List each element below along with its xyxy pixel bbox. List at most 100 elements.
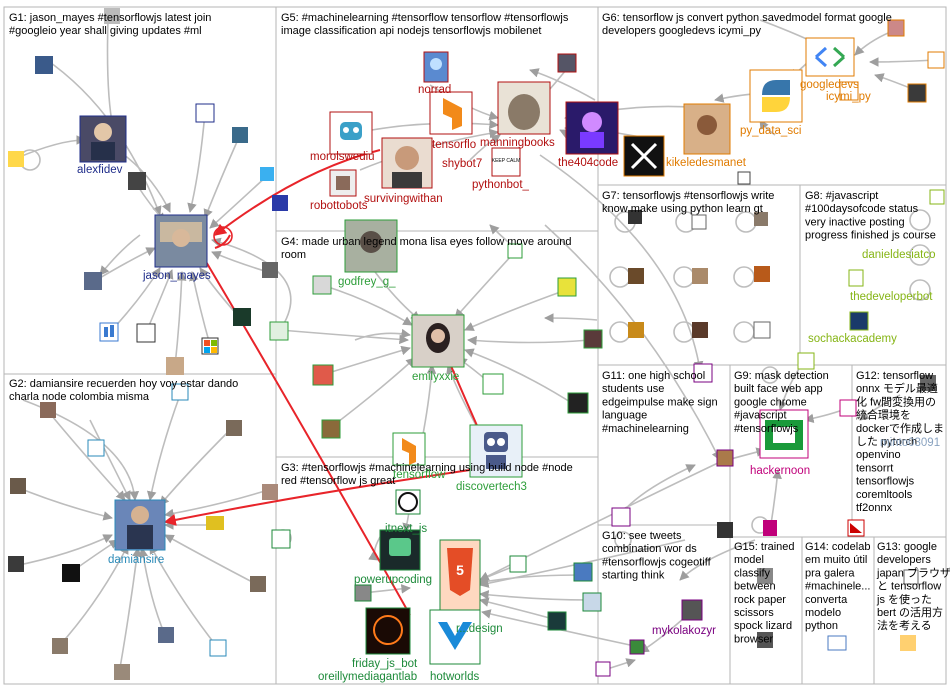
node-label-powerupcoding: powerupcoding <box>354 574 432 586</box>
group-title-line: rock paper <box>734 594 786 606</box>
group-title-line: em muito útil <box>805 554 867 566</box>
avatar <box>114 664 130 680</box>
avatar <box>166 357 184 375</box>
node-label-itnext-js: itnext_js <box>385 523 427 535</box>
self-loop <box>609 321 631 343</box>
edge <box>321 284 413 326</box>
avatar <box>628 268 644 284</box>
edge <box>467 335 591 346</box>
avatar <box>754 212 768 226</box>
avatar <box>271 529 291 549</box>
frame-g13 <box>873 536 947 685</box>
avatar <box>557 53 577 73</box>
avatar <box>209 639 227 657</box>
avatar <box>206 516 224 530</box>
edge <box>369 264 421 321</box>
group-title-line: G9: mask detection <box>734 370 829 382</box>
avatar <box>10 478 26 494</box>
node-label-oreillymediagantlab: oreillymediagantlab <box>318 671 417 683</box>
edge <box>22 399 140 501</box>
avatar <box>260 167 274 181</box>
group-title-line: G1: jason_mayes #tensorflowjs latest joi… <box>9 12 211 24</box>
node-label-godfrey-g: godfrey_g_ <box>338 276 396 288</box>
avatar <box>754 266 770 282</box>
group-title-line: G13: google <box>877 541 937 553</box>
node-label-thedeveloperbot: thedeveloperbot <box>850 291 933 303</box>
group-title-line: image classification api nodejs tensorfl… <box>281 25 541 37</box>
node-label-pythonbot: pythonbot_ <box>472 179 530 191</box>
node-label-friday-js-bot: friday_js_bot <box>352 658 418 670</box>
group-title-line: openvino <box>856 449 901 461</box>
node-label-sochackacademy: sochackacademy <box>808 333 897 345</box>
node-label-the404code: the404code <box>558 157 618 169</box>
avatar <box>929 189 945 205</box>
group-title-line: classify <box>734 567 771 579</box>
group-title-g4: G4: made urban legend mona lisa eyes fol… <box>281 236 571 261</box>
avatar <box>692 268 708 284</box>
group-title-line: 化 fw間変換用の <box>856 394 936 408</box>
avatar <box>195 103 215 123</box>
group-title-g2: G2: damiansire recuerden hoy voy estar d… <box>9 378 238 403</box>
edge <box>479 590 591 601</box>
node-label-hackernoon: hackernoon <box>750 465 810 477</box>
avatar <box>365 607 411 655</box>
group-title-line: G4: made urban legend mona lisa eyes fol… <box>281 236 571 248</box>
group-titles: G1: jason_mayes #tensorflowjs latest joi… <box>9 12 950 645</box>
node-label-shybot7: shybot7 <box>442 158 482 170</box>
avatar <box>805 37 855 77</box>
avatar <box>35 56 53 74</box>
self-loop <box>909 279 931 301</box>
node-label-hotworlds: hotworlds <box>430 671 479 683</box>
edge <box>279 329 409 345</box>
edge <box>859 394 901 421</box>
group-title-line: pra galera <box>805 567 855 579</box>
avatar <box>907 83 927 103</box>
avatar <box>628 210 642 224</box>
group-title-line: spock lizard <box>734 620 792 632</box>
node-label-jason-mayes: jason_mayes <box>142 270 211 282</box>
edge <box>479 539 686 588</box>
avatar <box>62 564 80 582</box>
svg-text:5: 5 <box>456 562 464 578</box>
avatar <box>52 638 68 654</box>
avatar <box>692 322 708 338</box>
avatar <box>321 419 341 439</box>
group-title-line: edgeimpulse make sign <box>602 396 718 408</box>
edge <box>209 174 269 229</box>
self-loop <box>909 209 931 231</box>
avatar <box>547 611 567 631</box>
group-title-line: と tensorflow <box>877 580 941 593</box>
group-title-line: progress finished js course <box>805 230 936 242</box>
node-label-icymi-py: icymi_py <box>826 91 871 103</box>
avatar <box>507 243 523 259</box>
edge <box>321 345 411 376</box>
group-title-line: japan ブラウザ <box>876 565 950 579</box>
node-label-mykolakozyr: mykolakozyr <box>652 625 716 637</box>
group-title-line: #machinele... <box>805 581 870 593</box>
group-title-line: students use <box>602 383 664 395</box>
avatar <box>848 269 864 287</box>
avatar <box>757 632 773 648</box>
edge <box>354 328 411 341</box>
edge <box>16 135 86 159</box>
avatar <box>262 262 278 278</box>
node-label-manningbooks: manningbooks <box>480 137 555 149</box>
edge <box>464 289 567 331</box>
group-title-line: onnx モデル最適 <box>856 381 938 395</box>
edge <box>454 254 513 319</box>
group-title-line: G2: damiansire recuerden hoy voy estar d… <box>9 378 238 390</box>
avatar <box>757 568 773 584</box>
group-title-line: room <box>281 249 306 261</box>
avatar <box>595 661 611 677</box>
group-title-line: G15: trained <box>734 541 795 553</box>
avatar <box>8 151 24 167</box>
edge <box>211 237 292 331</box>
avatar <box>171 383 189 401</box>
node-label-py-data-sci: py_data_sci <box>740 125 801 137</box>
group-title-line: python <box>805 620 838 632</box>
avatar <box>232 127 248 143</box>
